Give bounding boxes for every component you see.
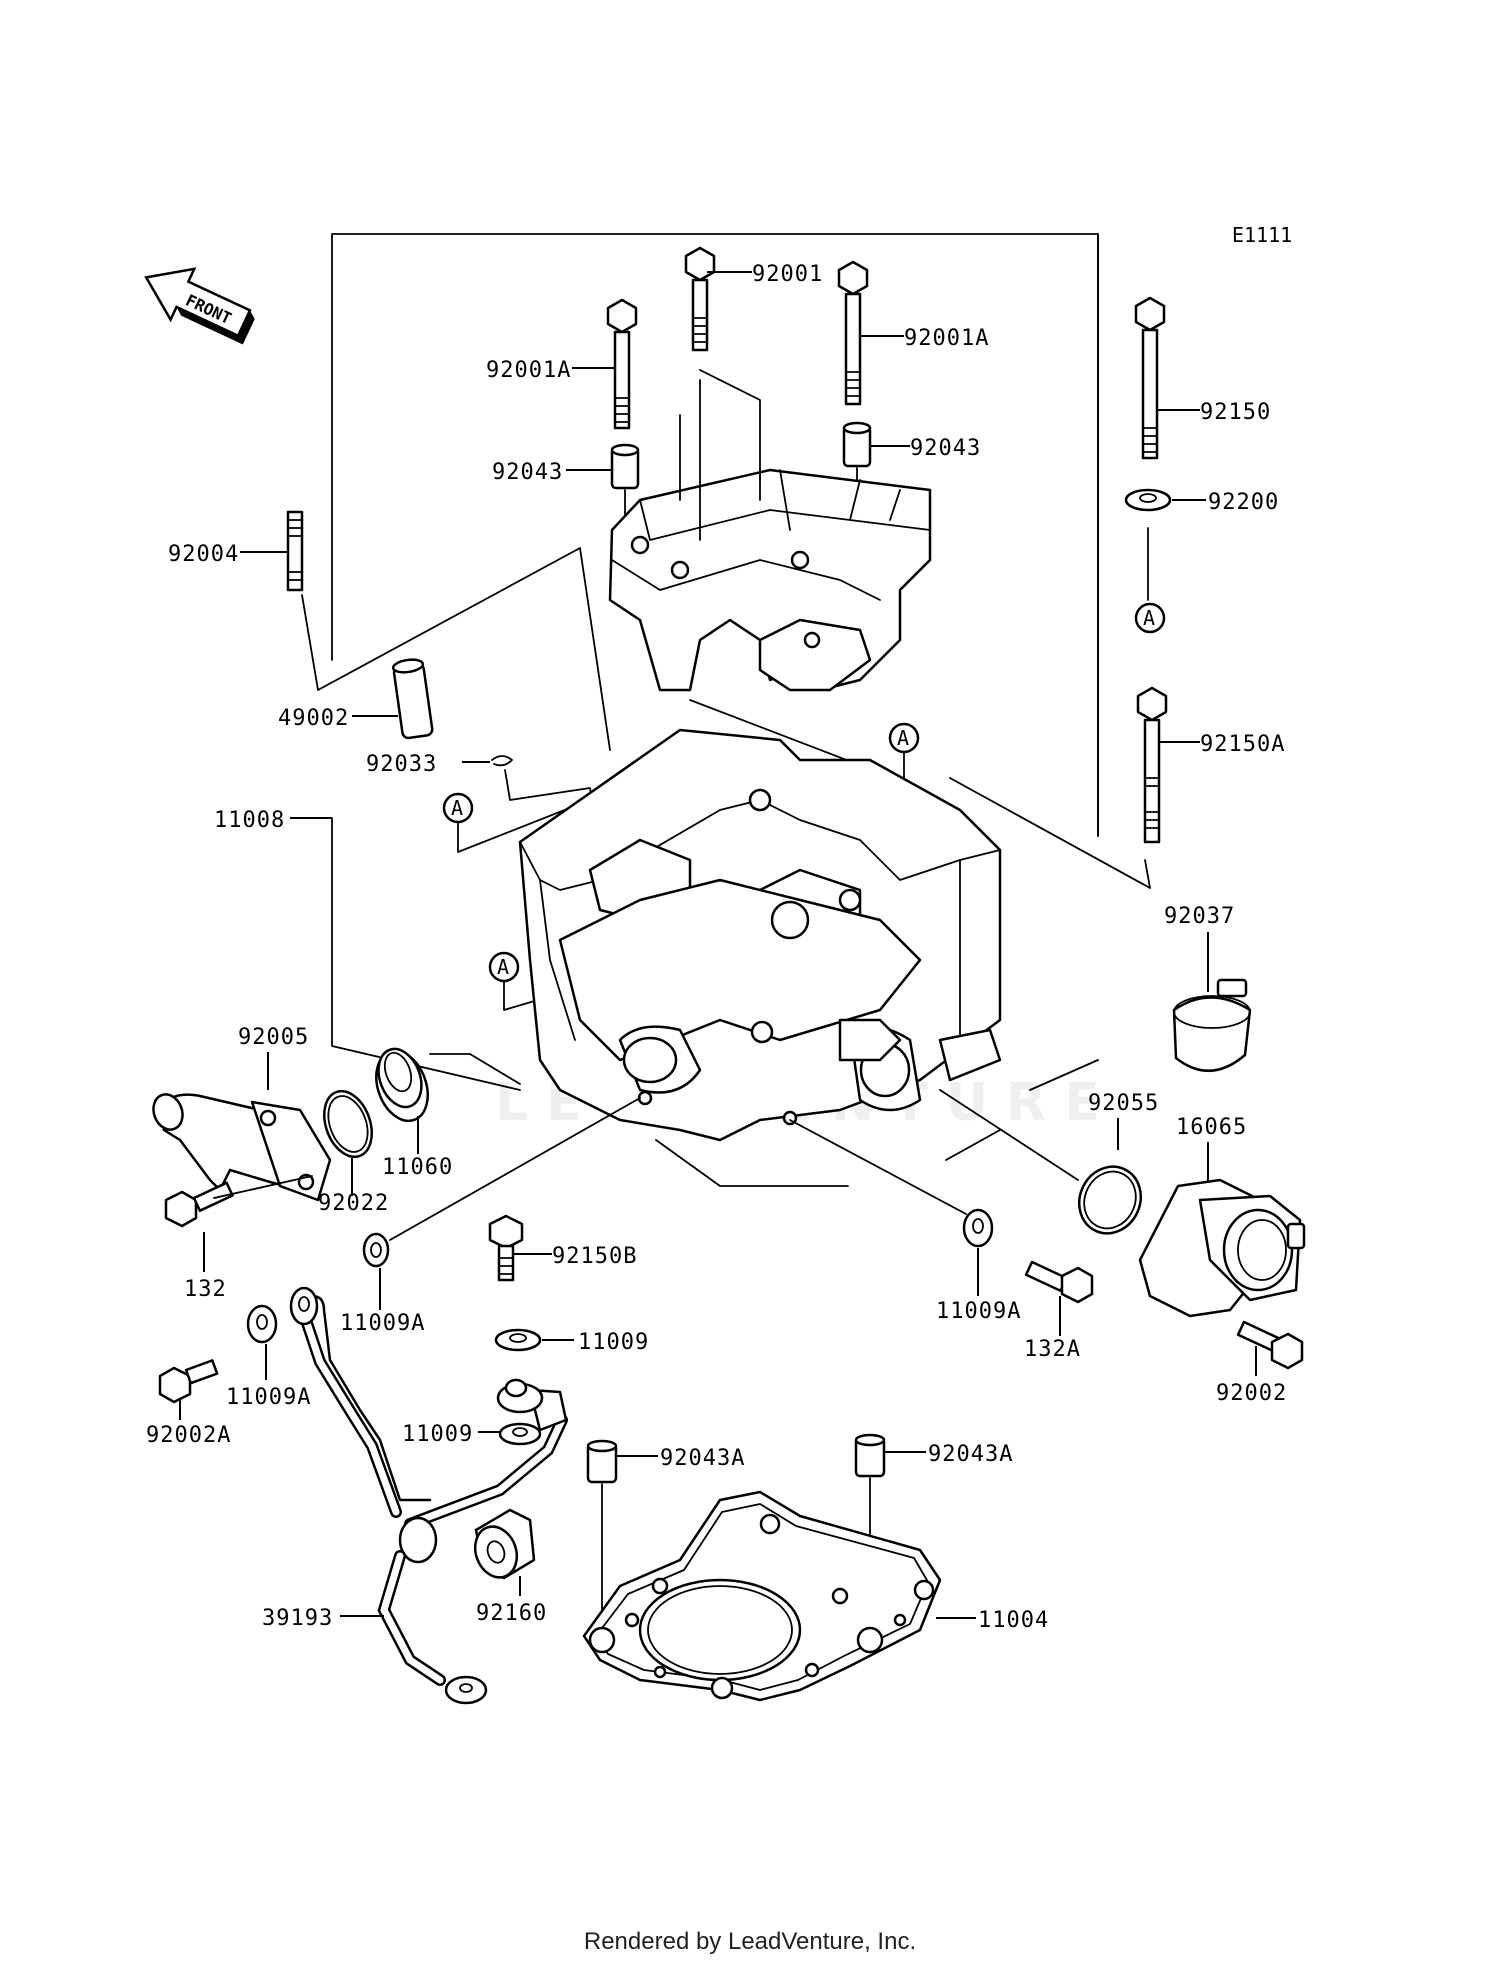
bolt-92002A	[158, 1359, 219, 1404]
ref-letter: A	[897, 726, 909, 750]
label-92005: 92005	[238, 1025, 309, 1050]
label-92037: 92037	[1164, 904, 1235, 929]
o-ring-leader	[939, 1089, 1079, 1181]
label-92200: 92200	[1208, 490, 1279, 515]
label-92043-right: 92043	[910, 436, 981, 461]
label-92002A: 92002A	[146, 1423, 231, 1448]
bolt-132	[164, 1181, 234, 1228]
bolt-92150	[1134, 296, 1166, 460]
clamp-92037	[1172, 978, 1252, 1072]
washer-11009-top	[494, 1328, 542, 1352]
guide-line	[655, 1139, 849, 1187]
dowel-92043A-left	[586, 1439, 618, 1484]
label-92150B: 92150B	[552, 1244, 637, 1269]
washer-11009A-left	[246, 1304, 278, 1344]
label-11009A-center: 11009A	[340, 1311, 425, 1336]
label-39193: 39193	[262, 1606, 333, 1631]
ref-leader-1	[457, 799, 591, 853]
label-92150: 92150	[1200, 400, 1271, 425]
bolt-92150A-leader	[949, 777, 1151, 889]
stud-leader	[301, 547, 611, 751]
ref-marker-a-1: A	[442, 792, 474, 824]
label-92043A-right: 92043A	[928, 1442, 1013, 1467]
label-92004: 92004	[168, 542, 239, 567]
bolt-132A	[1024, 1260, 1094, 1304]
stud-92004	[286, 510, 304, 592]
label-92160: 92160	[476, 1601, 547, 1626]
label-92001A-right: 92001A	[904, 326, 989, 351]
cap-11060	[375, 1047, 429, 1123]
washer-11009A-right	[962, 1208, 994, 1248]
footer-credit: Rendered by LeadVenture, Inc.	[583, 1928, 917, 1955]
washer-11009-lower	[498, 1422, 542, 1446]
bolt-92150B	[488, 1214, 524, 1282]
bolt-92001A-right	[837, 260, 869, 406]
cylinder-head-11008	[518, 728, 1002, 1142]
label-11008: 11008	[214, 808, 285, 833]
label-11009-top: 11009	[578, 1330, 649, 1355]
ref-marker-a-3: A	[488, 951, 520, 983]
front-arrow-icon: FRONT	[144, 267, 255, 345]
label-11004: 11004	[978, 1608, 1049, 1633]
bolt-92001	[684, 246, 716, 352]
label-92001A-left: 92001A	[486, 358, 571, 383]
guide-line-2	[945, 1059, 1099, 1161]
washer-92200	[1124, 488, 1172, 512]
label-11009-lower: 11009	[402, 1422, 473, 1447]
label-11009A-right: 11009A	[936, 1299, 1021, 1324]
o-ring-92055	[1077, 1165, 1143, 1235]
damper-92160	[473, 1508, 536, 1580]
label-132: 132	[184, 1277, 227, 1302]
label-92002: 92002	[1216, 1381, 1287, 1406]
dowel-92043-left	[610, 443, 640, 490]
dowel-92043A-right	[854, 1433, 886, 1478]
camshaft-holder	[608, 468, 932, 692]
label-92033: 92033	[366, 752, 437, 777]
label-92043A-left: 92043A	[660, 1446, 745, 1471]
bolt-132-leader	[213, 1175, 313, 1199]
label-132A: 132A	[1024, 1337, 1081, 1362]
bolt-leaders	[679, 369, 761, 541]
dowel-92043-right	[842, 421, 872, 468]
bolt-92150A	[1136, 686, 1168, 844]
label-92001: 92001	[752, 262, 823, 287]
ref-letter: A	[451, 796, 463, 820]
ref-marker-a-2: A	[888, 722, 920, 754]
bracket-11008	[331, 817, 521, 1091]
o-ring-92022	[323, 1089, 373, 1159]
bolt-92002	[1236, 1320, 1304, 1370]
label-11060: 11060	[382, 1155, 453, 1180]
circlip-92033	[491, 755, 513, 767]
gasket-11004	[582, 1490, 942, 1702]
washer-center-leader	[389, 1097, 641, 1241]
water-pipe-92005	[152, 1093, 332, 1202]
label-92043-left: 92043	[492, 460, 563, 485]
label-92022: 92022	[318, 1191, 389, 1216]
diagram-code: E1111	[1232, 223, 1292, 247]
bolt-92001A-left	[606, 298, 638, 430]
washer-right-leader	[789, 1119, 967, 1215]
ref-letter: A	[497, 955, 509, 979]
ref-letter: A	[1143, 606, 1155, 630]
label-49002: 49002	[278, 706, 349, 731]
label-92055: 92055	[1088, 1091, 1159, 1116]
pin-49002	[391, 658, 434, 740]
intake-holder-16065	[1138, 1178, 1306, 1318]
cap-leader	[429, 1053, 521, 1085]
bracket-sides	[331, 233, 1099, 837]
label-11009A-left: 11009A	[226, 1385, 311, 1410]
label-92150A: 92150A	[1200, 732, 1285, 757]
oil-pipe-39193	[289, 1286, 568, 1705]
ref-marker-a-4: A	[1134, 602, 1166, 634]
washer-11009A-center	[362, 1232, 390, 1268]
label-16065: 16065	[1176, 1115, 1247, 1140]
